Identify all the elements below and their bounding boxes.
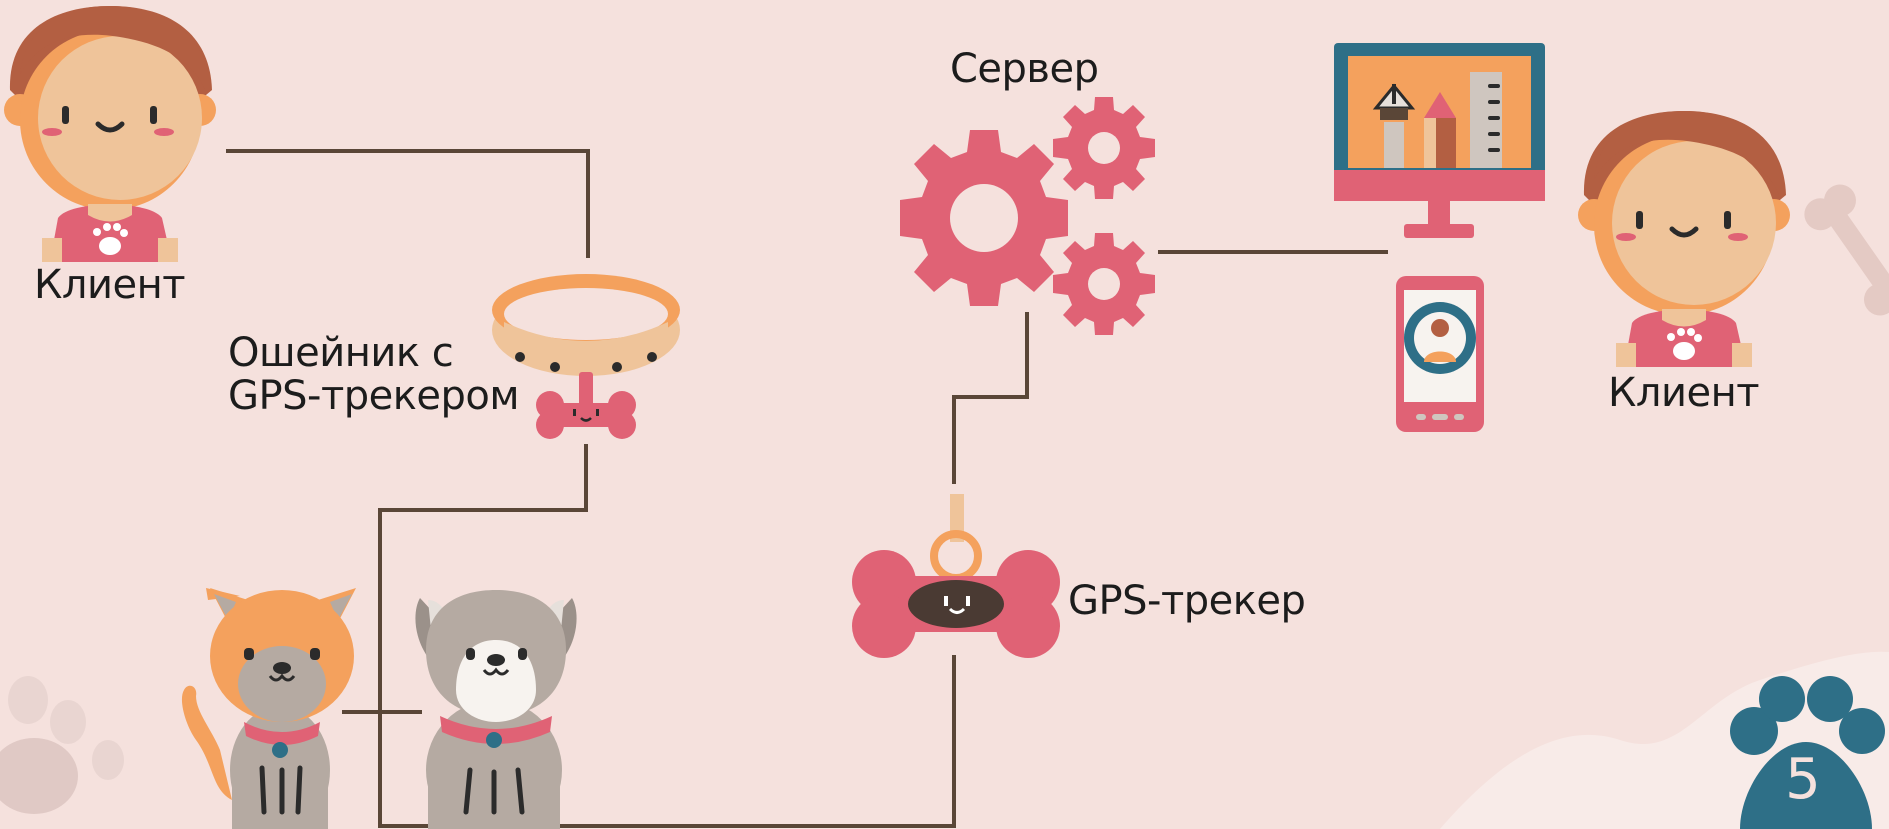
client-right-avatar	[1578, 111, 1790, 367]
desktop-monitor-icon	[1334, 43, 1545, 238]
collar-label: Ошейник с GPS-трекером	[228, 330, 520, 420]
bone-decor-icon	[1804, 184, 1889, 316]
smartphone-icon	[1396, 276, 1484, 432]
bone-gps-tracker-icon	[852, 494, 1060, 658]
connectors	[226, 149, 1388, 828]
client-left-avatar	[4, 6, 216, 262]
gps-tracker-label: GPS-трекер	[1068, 578, 1306, 624]
connector-collar-pets	[378, 444, 956, 828]
client-left-label: Клиент	[34, 262, 186, 308]
client-right-label: Клиент	[1608, 370, 1760, 416]
connector-client-collar	[226, 149, 590, 258]
page-number: 5	[1785, 747, 1821, 812]
gps-collar-icon	[492, 274, 680, 439]
server-gears-icon	[900, 97, 1155, 335]
paw-decor-icon	[0, 676, 124, 814]
server-label: Сервер	[950, 46, 1099, 92]
paw-page-badge-icon	[1730, 676, 1885, 829]
cat-icon	[181, 588, 356, 829]
connector-server-gps	[952, 312, 1029, 484]
dog-icon	[415, 590, 577, 829]
